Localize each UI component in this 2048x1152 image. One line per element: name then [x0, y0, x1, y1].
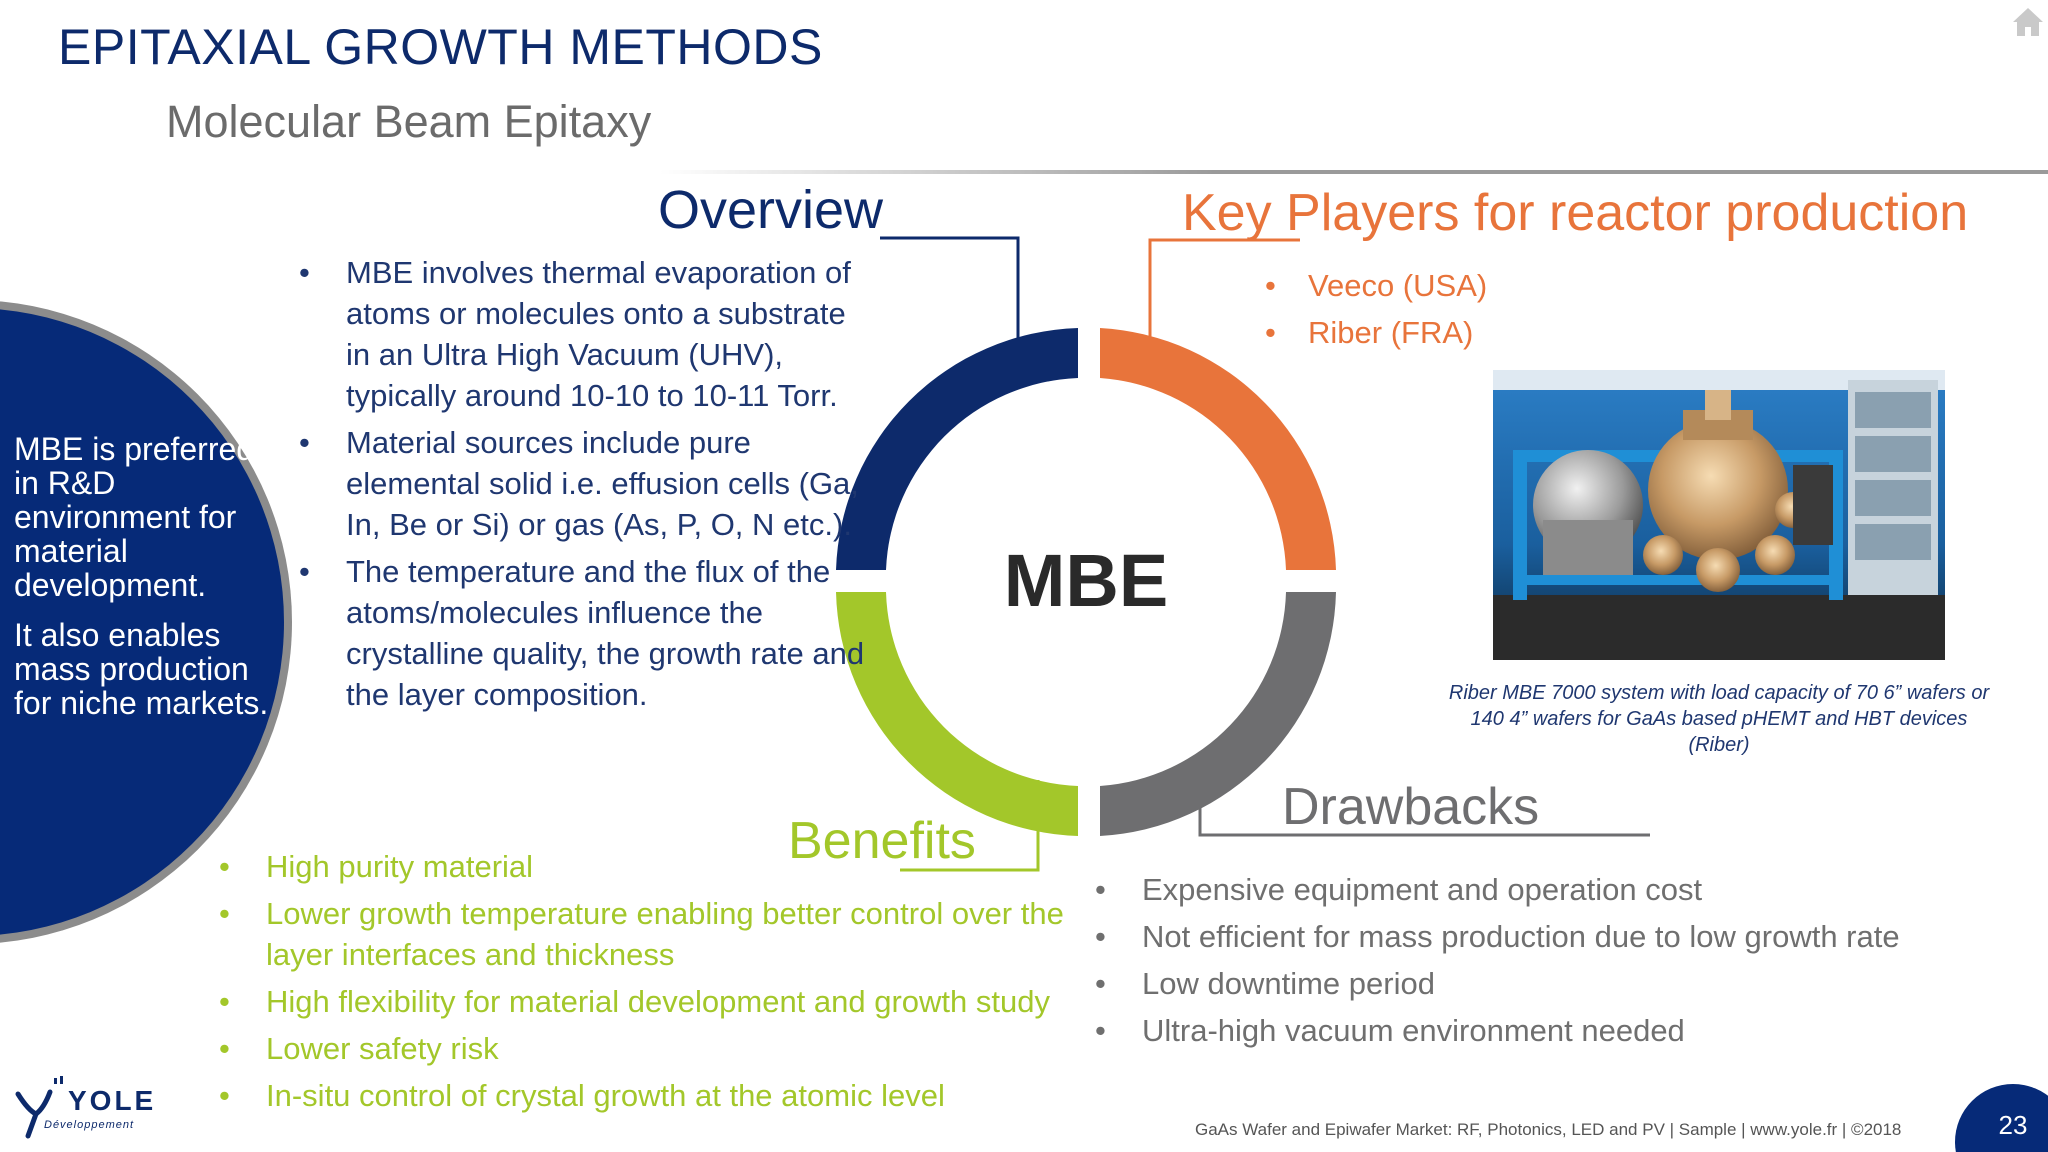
list-item: High flexibility for material developmen… [216, 981, 1096, 1022]
list-item: In-situ control of crystal growth at the… [216, 1075, 1096, 1116]
key-players-connector [1148, 238, 1300, 350]
list-item: Not efficient for mass production due to… [1092, 913, 1972, 960]
header-divider [660, 170, 2048, 174]
sidebar-paragraph: MBE is preferred in R&D environment for … [14, 431, 255, 603]
key-players-list: Veeco (USA) Riber (FRA) [1262, 262, 1782, 356]
list-item: Lower growth temperature enabling better… [216, 893, 1096, 975]
drawbacks-segment [1100, 592, 1336, 836]
list-item: High purity material [216, 846, 1096, 887]
drawbacks-list: Expensive equipment and operation cost N… [1092, 866, 1972, 1054]
logo-text: YOLE [68, 1085, 154, 1116]
list-item: Material sources include pure elemental … [296, 422, 876, 545]
photo-caption: Riber MBE 7000 system with load capacity… [1448, 682, 1990, 756]
page-subtitle: Molecular Beam Epitaxy [166, 96, 652, 147]
list-item: Veeco (USA) [1262, 262, 1782, 309]
center-label: MBE [1004, 539, 1168, 622]
list-item: Expensive equipment and operation cost [1092, 866, 1972, 913]
list-item: The temperature and the flux of the atom… [296, 551, 876, 715]
overview-connector [880, 236, 1020, 352]
list-item: Ultra-high vacuum environment needed [1092, 1007, 1972, 1054]
sidebar-panel [0, 301, 292, 943]
sidebar-text: MBE is preferred in R&D environment for … [14, 432, 284, 736]
sidebar-paragraph: It also enables mass production for nich… [14, 617, 269, 721]
benefits-list: High purity material Lower growth temper… [216, 846, 1096, 1122]
overview-segment [836, 328, 1078, 570]
mbe-reactor-photo [1493, 370, 1945, 660]
benefits-segment [836, 592, 1078, 836]
key-players-heading: Key Players for reactor production [1182, 184, 1968, 242]
key-players-segment [1100, 328, 1336, 570]
list-item: MBE involves thermal evaporation of atom… [296, 252, 876, 416]
page-number-badge: 23 [1955, 1084, 2048, 1152]
yole-logo: YOLE Développement [15, 1076, 154, 1139]
overview-heading: Overview [658, 180, 884, 240]
list-item: Low downtime period [1092, 960, 1972, 1007]
page-number: 23 [1999, 1110, 2028, 1140]
list-item: Lower safety risk [216, 1028, 1096, 1069]
drawbacks-heading: Drawbacks [1282, 778, 1539, 836]
page-title: EPITAXIAL GROWTH METHODS [58, 19, 823, 75]
logo-subtext: Développement [44, 1119, 134, 1131]
footer-text: GaAs Wafer and Epiwafer Market: RF, Phot… [1195, 1120, 1902, 1139]
list-item: Riber (FRA) [1262, 309, 1782, 356]
overview-list: MBE involves thermal evaporation of atom… [296, 252, 876, 721]
home-icon[interactable] [2010, 4, 2046, 40]
